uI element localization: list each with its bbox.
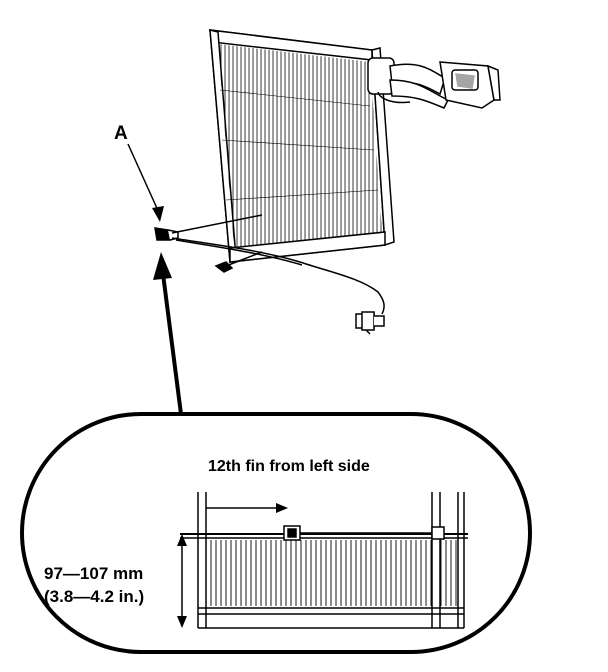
dimension-in: (3.8—4.2 in.) — [44, 587, 144, 606]
height-dimension — [177, 534, 187, 628]
refrigerant-pipes — [367, 57, 450, 109]
dimension-mm: 97—107 mm — [44, 564, 143, 583]
fin-streaks — [219, 89, 379, 201]
detail-sensor — [283, 525, 445, 541]
expansion-valve-block — [439, 61, 501, 109]
fin-position-note: 12th fin from left side — [208, 458, 370, 475]
detail-view: 12th fin from left side — [20, 412, 532, 654]
detail-fins-right — [440, 540, 458, 606]
callout-a: A — [114, 123, 164, 222]
callout-a-label: A — [114, 123, 128, 144]
detail-leader-arrow — [153, 252, 183, 415]
fin-count-arrow — [206, 503, 288, 513]
evaporator-fins — [218, 44, 382, 248]
thermistor-assembly — [154, 214, 385, 335]
detail-fins — [206, 540, 432, 606]
